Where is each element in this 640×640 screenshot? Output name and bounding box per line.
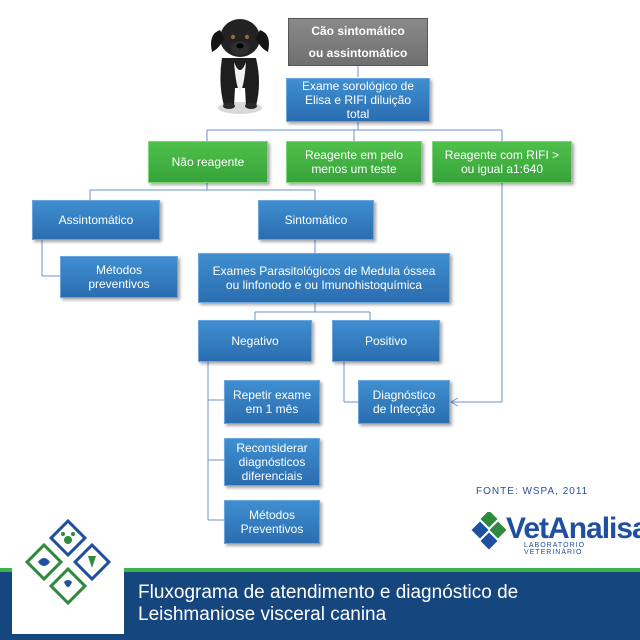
- brand-subtitle: LABORATÓRIO VETERINÁRIO: [524, 542, 586, 556]
- node-positivo: Positivo: [332, 320, 440, 362]
- node-root-line1: Cão sintomático: [311, 24, 405, 38]
- node-reagente-teste: Reagente em pelo menos um teste: [286, 141, 422, 183]
- vet-diamond-logo-icon: [24, 518, 112, 606]
- node-repetir-exame: Repetir exame em 1 mês: [224, 380, 320, 424]
- footer-accent-stripe: [0, 568, 640, 573]
- vetanalisa-logo-icon: [471, 512, 507, 550]
- brand-name: VetAnalisa: [506, 512, 640, 545]
- node-exames-parasitologicos: Exames Parasitológicos de Medula óssea o…: [198, 253, 450, 303]
- node-assintomatico: Assintomático: [32, 200, 160, 240]
- node-sintomatico: Sintomático: [258, 200, 374, 240]
- node-reconsiderar: Reconsiderar diagnósticos diferenciais: [224, 438, 320, 486]
- source-credit: FONTE: WSPA, 2011: [476, 486, 589, 497]
- node-root: Cão sintomático ou assintomático: [288, 18, 428, 66]
- node-metodos-preventivos-2: Métodos Preventivos: [224, 500, 320, 544]
- node-nao-reagente: Não reagente: [148, 141, 268, 183]
- footer-caption: Fluxograma de atendimento e diagnóstico …: [138, 582, 519, 625]
- node-negativo: Negativo: [198, 320, 312, 362]
- node-metodos-preventivos: Métodos preventivos: [60, 256, 178, 298]
- puppy-illustration: [211, 19, 269, 114]
- node-diagnostico: Diagnóstico de Infecção: [358, 380, 450, 424]
- footer-logo-panel: [12, 518, 124, 634]
- node-exam: Exame sorológico de Elisa e RIFI diluiçã…: [286, 78, 430, 122]
- node-root-line2: ou assintomático: [308, 46, 408, 60]
- node-reagente-rifi: Reagente com RIFI > ou igual a1:640: [432, 141, 572, 183]
